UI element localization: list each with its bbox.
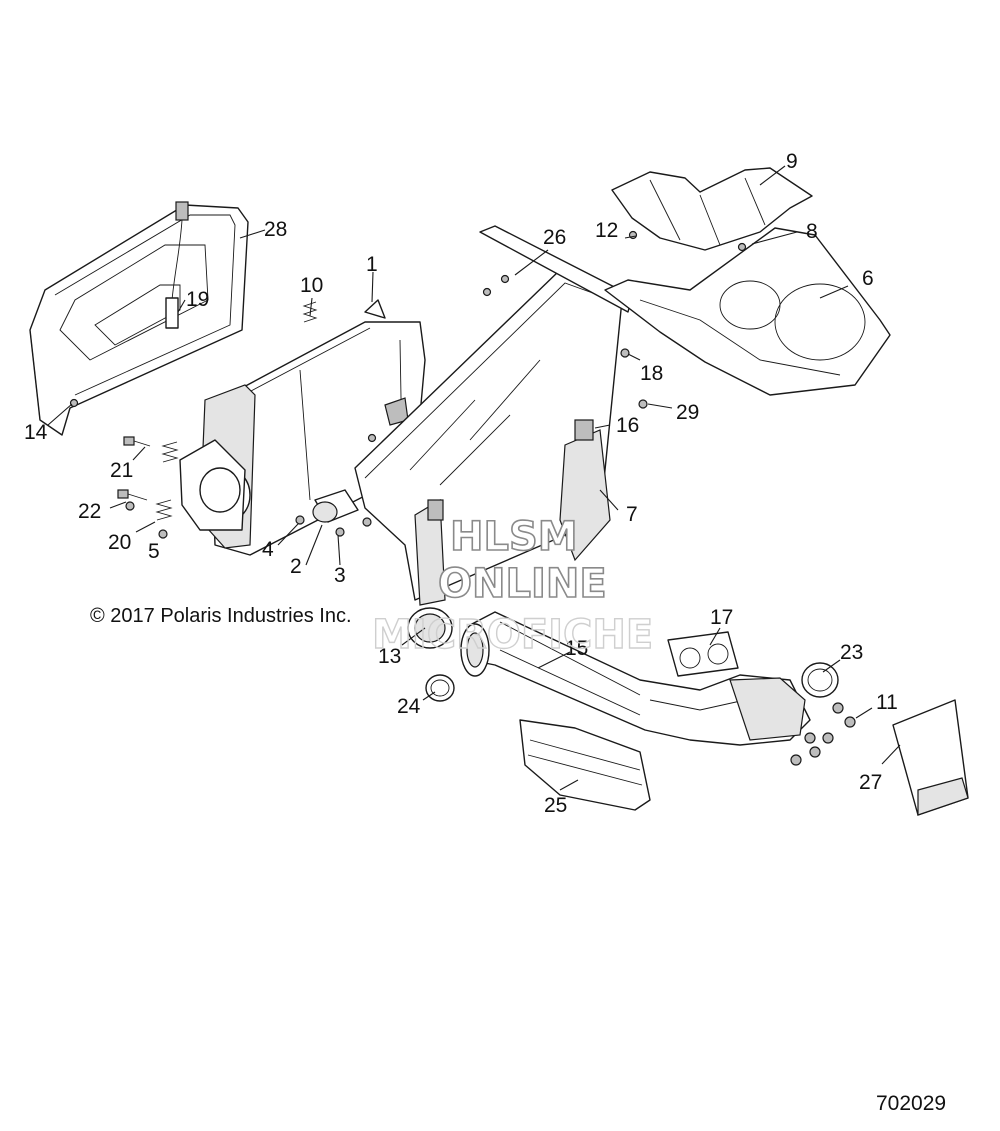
callout-4: 4	[262, 538, 274, 561]
callout-9: 9	[786, 150, 798, 173]
callout-12: 12	[595, 219, 618, 242]
callout-numbers: 1 2 3 4 5 6 7 8 9 10 11 12 13 14 15 16 1…	[24, 150, 898, 817]
watermark-line-2: ONLINE	[438, 561, 607, 607]
callout-1: 1	[366, 253, 378, 276]
copyright-notice: © 2017 Polaris Industries Inc.	[90, 605, 352, 627]
callout-3: 3	[334, 564, 346, 587]
callout-2: 2	[290, 555, 302, 578]
callout-28: 28	[264, 218, 287, 241]
part-exhaust-gasket	[667, 631, 739, 677]
callout-6: 6	[862, 267, 874, 290]
callout-7: 7	[626, 503, 638, 526]
callout-18: 18	[640, 362, 663, 385]
callout-11: 11	[876, 691, 898, 714]
callout-27: 27	[859, 771, 882, 794]
part-heat-shield-center	[354, 269, 623, 606]
part-lower-heat-shield	[604, 227, 891, 396]
callout-13: 13	[378, 645, 401, 668]
callout-19: 19	[186, 288, 209, 311]
part-heat-shield-left	[29, 204, 249, 436]
part-clamps	[407, 607, 839, 702]
part-clamp-small	[295, 489, 372, 537]
callout-26: 26	[543, 226, 566, 249]
leader-lines	[47, 165, 901, 791]
part-bolts-right	[790, 702, 856, 766]
part-exhaust-pipe	[460, 611, 811, 746]
watermark: HLSM ONLINE MICROFICHE	[371, 513, 654, 659]
callout-10: 10	[300, 274, 323, 297]
callout-17: 17	[710, 606, 733, 629]
callout-14: 14	[24, 421, 48, 444]
watermark-line-1: HLSM	[450, 514, 578, 560]
part-top-heat-shield	[611, 167, 813, 251]
diagram-id: 702029	[876, 1092, 946, 1115]
callout-16: 16	[616, 414, 639, 437]
part-oxygen-sensor	[165, 201, 189, 329]
callout-15: 15	[565, 637, 588, 660]
callout-25: 25	[544, 794, 567, 817]
callout-24: 24	[397, 695, 421, 718]
callout-29: 29	[676, 401, 699, 424]
callout-20: 20	[108, 531, 131, 554]
callout-8: 8	[806, 220, 818, 243]
part-muffler	[179, 299, 426, 556]
callout-5: 5	[148, 540, 160, 563]
part-lower-pipe-shield	[519, 719, 651, 811]
callout-21: 21	[110, 459, 133, 482]
watermark-line-3: MICROFICHE	[372, 612, 653, 658]
callout-23: 23	[840, 641, 863, 664]
callout-22: 22	[78, 500, 101, 523]
part-rear-plate	[892, 699, 969, 816]
